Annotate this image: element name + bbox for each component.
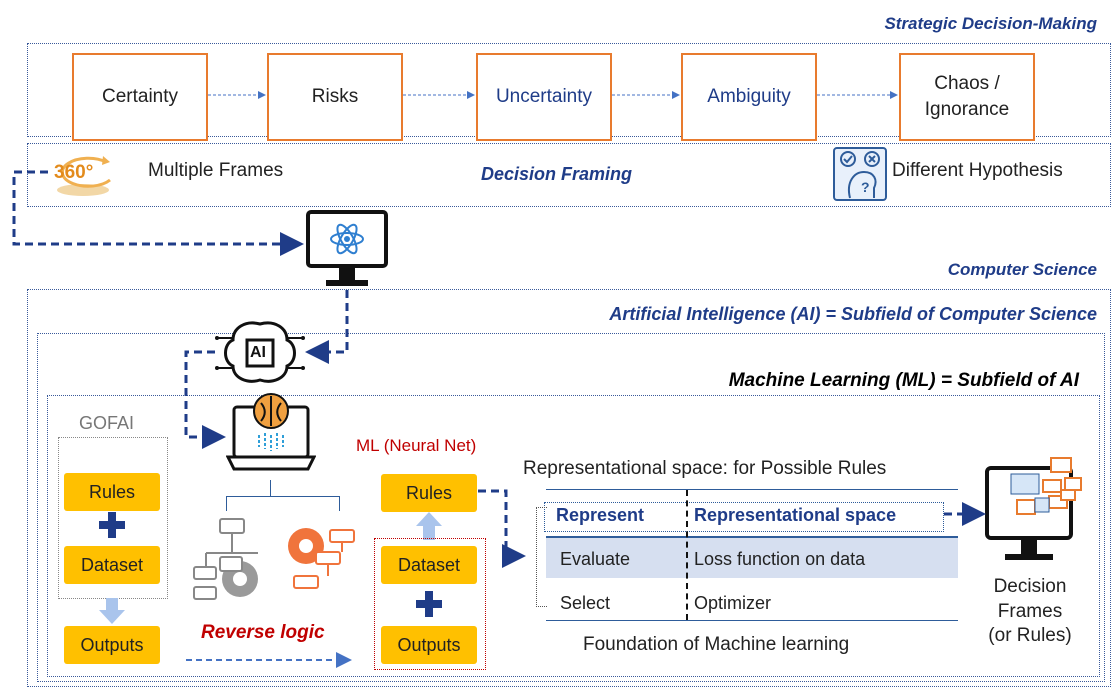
stage-risks: Risks	[267, 53, 403, 141]
stage-certainty: Certainty	[72, 53, 208, 141]
table-top-rule	[546, 489, 958, 490]
table-row-2-col-1: Optimizer	[694, 593, 772, 613]
different-hypothesis-label: Different Hypothesis	[892, 160, 1063, 181]
reverse-logic-label: Reverse logic	[201, 622, 325, 643]
laptop-connector-stem	[270, 480, 271, 496]
table-row-2-col-0: Select	[560, 593, 611, 613]
gofai-down-arrow	[99, 598, 125, 629]
decision-frames-monitor-icon	[985, 454, 1085, 570]
table-row-1-col-1: Loss function on data	[694, 549, 866, 569]
hypothesis-icon: ?	[832, 146, 888, 202]
strategic-title: Strategic Decision-Making	[884, 14, 1097, 33]
table-column-divider	[686, 490, 688, 620]
nn-label: ML (Neural Net)	[356, 436, 477, 455]
table-row-0-col-0: Represent	[556, 505, 645, 525]
360-icon: 360°	[48, 150, 118, 198]
framing-panel	[27, 143, 1111, 207]
table-footer: Foundation of Machine learning	[583, 634, 850, 655]
ai-title: Artificial Intelligence (AI) = Subfield …	[609, 304, 1097, 324]
stage-chaos: Chaos / Ignorance	[899, 53, 1035, 141]
nn-box	[374, 538, 486, 670]
svg-text:?: ?	[861, 179, 870, 195]
gofai-rules: Rules	[64, 473, 160, 511]
orange-gear-icon	[280, 522, 360, 602]
computer-icon	[304, 210, 390, 290]
table-row-0-col-1: Representational space	[694, 505, 897, 525]
laptop-connector	[226, 496, 340, 511]
gofai-label: GOFAI	[79, 413, 135, 433]
ai-brain-icon: AI	[215, 318, 305, 388]
table-bottom-rule	[546, 620, 958, 621]
ai-icon-text: AI	[250, 344, 266, 361]
multiple-frames-label: Multiple Frames	[148, 160, 284, 181]
table-shaded-row	[546, 538, 958, 578]
framing-title: Decision Framing	[481, 164, 633, 184]
nn-rules: Rules	[381, 474, 477, 512]
cs-title: Computer Science	[947, 260, 1097, 279]
gofai-dataset: Dataset	[64, 546, 160, 584]
laptop-brain-icon	[225, 393, 317, 477]
ml-title: Machine Learning (ML) = Subfield of AI	[728, 370, 1079, 391]
table-left-bracket	[536, 507, 547, 607]
decision-frames-label: Decision Frames (or Rules)	[988, 576, 1072, 647]
nn-outputs: Outputs	[381, 626, 477, 664]
table-header-box	[544, 502, 944, 532]
nn-dataset: Dataset	[381, 546, 477, 584]
table-title: Representational space: for Possible Rul…	[523, 458, 887, 479]
cs-panel	[27, 289, 1111, 687]
table-header-rule	[546, 536, 958, 538]
ml-panel	[47, 395, 1100, 677]
stage-uncertainty: Uncertainty	[476, 53, 612, 141]
stage-ambiguity: Ambiguity	[681, 53, 817, 141]
nn-plus-v	[425, 591, 433, 617]
gofai-plus-v	[108, 512, 116, 538]
ai-panel	[37, 333, 1105, 682]
360-icon-text: 360°	[54, 162, 94, 183]
gofai-outputs: Outputs	[64, 626, 160, 664]
flowchart-gear-icon	[188, 513, 278, 605]
nn-up-arrow	[416, 512, 442, 545]
table-row-1-col-0: Evaluate	[560, 549, 631, 569]
